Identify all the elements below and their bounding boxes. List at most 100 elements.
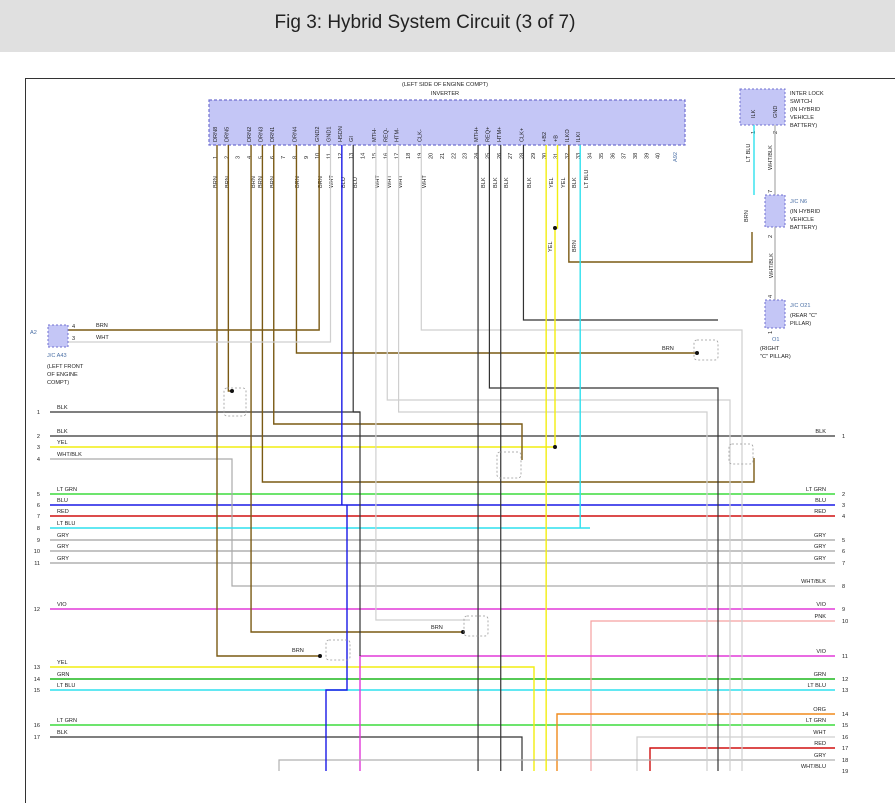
jc-a43-connector — [47, 324, 69, 348]
interlock-title: SWITCH — [790, 99, 812, 105]
inverter-pin-number: 22 — [451, 153, 457, 159]
right-row-number: 12 — [842, 677, 848, 683]
inverter-pin-number: 18 — [406, 153, 412, 159]
splice-connector — [463, 615, 489, 637]
inverter-pin-name: CLK- — [417, 129, 423, 142]
inverter-pin-number: 35 — [599, 153, 605, 159]
inverter-pin-name: +B — [554, 135, 560, 142]
right-row-number: 1 — [842, 434, 845, 440]
interlock-title: INTER LOCK — [790, 91, 824, 97]
left-row-number: 14 — [34, 677, 40, 683]
left-row-number: 5 — [37, 492, 40, 498]
inverter-name: INVERTER — [431, 91, 459, 97]
jc-n6-pin: 7 — [768, 190, 774, 193]
inverter-pin-number: 24 — [474, 153, 480, 159]
junction-dot — [318, 654, 322, 658]
left-row-number: 6 — [37, 503, 40, 509]
left-row-label: LT GRN — [57, 487, 77, 493]
wire-brn — [261, 145, 755, 483]
jc-o21-pin: 4 — [768, 295, 774, 298]
left-row-number: 15 — [34, 688, 40, 694]
junction-dot — [230, 389, 234, 393]
inverter-pin-number: 14 — [361, 153, 367, 159]
wire-color-label: BLK — [572, 177, 578, 188]
wire-color-label: LT BLU — [746, 144, 752, 162]
left-row-label: GRY — [57, 544, 69, 550]
right-row-number: 4 — [842, 514, 845, 520]
wire-wht — [68, 145, 332, 343]
diagram-frame — [25, 78, 895, 803]
wire-wht — [420, 145, 743, 771]
inverter-pin-name: DRN5 — [224, 127, 230, 142]
left-row-label: RED — [57, 509, 69, 515]
right-row-label: GRN — [814, 672, 826, 678]
inverter-pin-number: 31 — [554, 153, 560, 159]
inverter-pin-number: 27 — [508, 153, 514, 159]
inverter-pin-number: 16 — [383, 153, 389, 159]
inverter-pin-name: GND1 — [327, 126, 333, 142]
left-row-label: GRY — [57, 533, 69, 539]
inverter-pin-number: 33 — [576, 153, 582, 159]
inverter-pin-number: 36 — [610, 153, 616, 159]
right-row-number: 17 — [842, 746, 848, 752]
right-row-number: 13 — [842, 688, 848, 694]
inverter-pin-name: ILKO — [565, 129, 571, 142]
inverter-pin-number: 37 — [622, 153, 628, 159]
wire-color-label: BRN — [572, 240, 578, 252]
inverter-pin-number: 28 — [519, 153, 525, 159]
right-row-label: BLU — [815, 498, 826, 504]
wire-color-label: BRN — [213, 176, 219, 188]
wire-brn — [68, 145, 320, 331]
right-row-label: ORG — [813, 707, 826, 713]
right-row-label: LT BLU — [808, 683, 826, 689]
wire-blk — [50, 736, 523, 771]
left-row-label: BLU — [57, 498, 68, 504]
jc-o21-connector — [764, 299, 786, 329]
jc-o21-pin: 1 — [768, 331, 774, 334]
inverter-pin-name: HSDN — [338, 126, 344, 142]
jc-a43-location: (LEFT FRONT — [47, 364, 84, 370]
left-row-label: LT GRN — [57, 718, 77, 724]
right-row-number: 6 — [842, 549, 845, 555]
left-row-label: LT BLU — [57, 683, 75, 689]
left-row-number: 17 — [34, 735, 40, 741]
left-row-number: 13 — [34, 665, 40, 671]
right-row-label: RED — [814, 509, 826, 515]
inverter-pin-number: 23 — [463, 153, 469, 159]
wire-color-label: BLU — [353, 177, 359, 188]
inverter-pin-number: 30 — [542, 153, 548, 159]
right-row-label: GRY — [814, 556, 826, 562]
splice-connector — [496, 451, 522, 479]
wire-yel — [554, 145, 559, 447]
inverter-pin-number: 39 — [644, 153, 650, 159]
wire-color-label: YEL — [549, 177, 555, 188]
title-bar: Fig 3: Hybrid System Circuit (3 of 7) — [0, 0, 895, 52]
inverter-pin-name: DRN2 — [247, 127, 253, 142]
inverter-pin-number: 4 — [247, 156, 253, 159]
inverter-pin-number: 13 — [349, 153, 355, 159]
jc-n6-id: J/C N6 — [790, 199, 807, 205]
left-row-label: GRN — [57, 672, 69, 678]
wire-color-label: LT BLU — [584, 170, 590, 188]
jc-a43-id: J/C A43 — [47, 353, 67, 359]
wire-color-label: YEL — [548, 241, 554, 252]
wire-color-label: BLK — [481, 177, 487, 188]
left-row-number: 2 — [37, 434, 40, 440]
wire-color-label: BRN — [96, 323, 108, 329]
wire-yel — [50, 666, 535, 771]
right-row-label: WHT/BLK — [801, 579, 826, 585]
interlock-switch-connector — [739, 88, 786, 126]
right-row-number: 9 — [842, 607, 845, 613]
right-row-label: VIO — [816, 649, 826, 655]
inverter-pin-number: 17 — [395, 153, 401, 159]
interlock-pin-number: 2 — [773, 131, 779, 134]
wire-color-label: BRN — [292, 648, 304, 654]
inverter-location: (LEFT SIDE OF ENGINE COMPT) — [402, 82, 488, 88]
inverter-pin-number: 6 — [270, 156, 276, 159]
right-row-number: 19 — [842, 769, 848, 775]
wire-wht — [398, 145, 708, 771]
right-row-label: GRY — [814, 533, 826, 539]
interlock-pin-name: GND — [773, 106, 779, 118]
interlock-pin-name: ILK — [751, 109, 757, 118]
